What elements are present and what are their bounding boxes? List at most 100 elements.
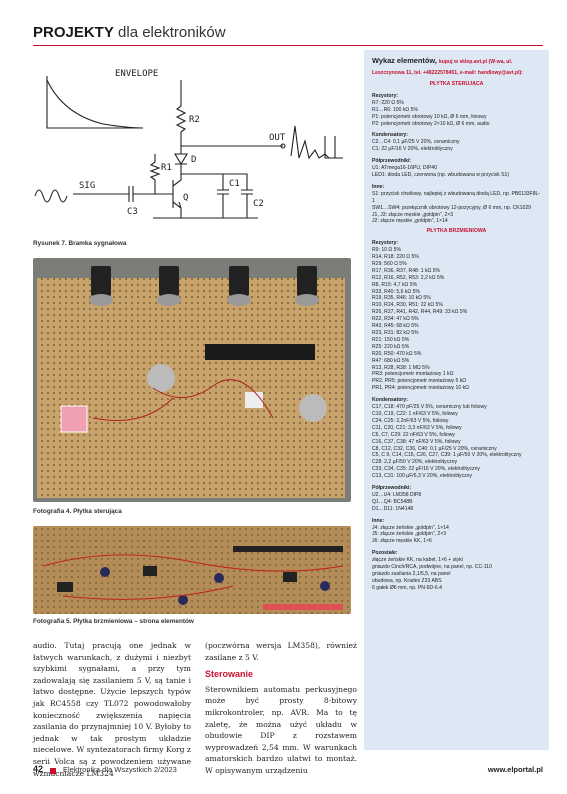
- parts-list-item: R23, R31: 82 kΩ 5%: [372, 330, 419, 336]
- parts-list-item: R8, R15: 4,7 kΩ 5%: [372, 281, 418, 288]
- parts-list-item: R17, R36, R37, R48: 1 kΩ 5%: [372, 267, 441, 274]
- parts-list-item: R9: 10 Ω 5%: [372, 247, 402, 254]
- figure7-caption: Rysunek 7. Bramka sygnałowa: [33, 240, 127, 247]
- parts-list-sidebar: Wykaz elementów, kupuj w sklep.avt.pl (W…: [364, 50, 549, 750]
- parts-group-heading: Półprzewodniki:: [372, 485, 412, 492]
- parts-list-item: C28: 2,2 µF/50 V 20%, elektrolityczny: [372, 459, 458, 466]
- parts-list-item: PR1, PR4: potencjometr montażowy 10 kΩ: [372, 385, 469, 392]
- schematic-label-r2: R2: [189, 115, 200, 125]
- parts-list-item: S1: przycisk chwilowy, najlepiej z wbudo…: [372, 190, 541, 204]
- parts-list-item: J6: złącze męskie KK, 1×6: [372, 538, 432, 545]
- schematic-label-r1: R1: [161, 163, 172, 173]
- parts-group-heading: Kondensatory:: [372, 397, 408, 404]
- parts-list-item: R26, R27, R41, R42, R44, R49: 33 kΩ 5%: [372, 309, 468, 316]
- parts-list-item: R43, R45: 68 kΩ 5%: [372, 323, 419, 330]
- parts-list-item: J2: złącze męskie „goldpin”, 1×14: [372, 218, 448, 225]
- schematic-label-c2: C2: [253, 199, 264, 209]
- parts-group-heading: Inne:: [372, 183, 385, 190]
- parts-list-item: C11, C20, C21: 3,3 nF/63 V 5%, foliowy: [372, 424, 462, 431]
- schematic-label-c1: C1: [229, 179, 240, 189]
- parts-list-item: C1: 22 µF/16 V 20%, elektrolityczny: [372, 146, 453, 153]
- parts-list-item: J5: złącze żeńskie „goldpin”, 2×3: [372, 531, 447, 538]
- parts-list-item: LED1: dioda LED, czerwona (np. wbudowana…: [372, 171, 510, 178]
- parts-list-item: C24, C25: 2,2nF/63 V 5%, foliowy: [372, 417, 449, 424]
- parts-groups-sound: Rezystory:R9: 10 Ω 5%R14, R18: 220 Ω 5%R…: [372, 240, 541, 592]
- magazine-name: Elektronika dla Wszystkich 2/2023: [63, 765, 177, 774]
- parts-list-item: R19, R35, R46: 10 kΩ 5%: [372, 295, 431, 302]
- body-col1-text: audio. Tutaj pracują one jednak w łatwyc…: [33, 641, 191, 778]
- parts-list-item: Q1…Q4: BC548B: [372, 498, 413, 505]
- website-link[interactable]: www.elportal.pl: [487, 765, 543, 774]
- parts-list-item: R14, R18: 220 Ω 5%: [372, 254, 419, 261]
- body-column-2: (poczwórna wersja LM358), również zasila…: [205, 640, 357, 777]
- body-col2-text: Sterownikiem automatu perkusyjnego może …: [205, 684, 357, 775]
- parts-list-item: R20, R50: 470 kΩ 5%: [372, 350, 422, 357]
- schematic-label-d: D: [191, 155, 196, 165]
- photo5-caption: Fotografia 5. Płytka brzmieniowa – stron…: [33, 618, 194, 625]
- parts-list-item: R13, R28, R38: 1 MΩ 5%: [372, 364, 430, 371]
- schematic-label-out: OUT: [269, 133, 286, 143]
- parts-group-heading: Rezystory:: [372, 92, 399, 99]
- parts-list-item: R29: 560 Ω 5%: [372, 260, 407, 267]
- photo-control-board: [33, 258, 351, 502]
- parts-list-item: R25: 220 kΩ 5%: [372, 343, 410, 350]
- parts-list-item: R47: 680 kΩ 5%: [372, 357, 410, 364]
- parts-group-heading: Rezystory:: [372, 240, 399, 247]
- photo4-caption: Fotografia 4. Płytka sterująca: [33, 508, 122, 515]
- parts-group-heading: Inne:: [372, 517, 385, 524]
- footer-accent-bar: [50, 768, 56, 774]
- body-column-1: audio. Tutaj pracują one jednak w łatwyc…: [33, 640, 191, 779]
- parts-list-item: R10, R24, R30, R51: 22 kΩ 5%: [372, 302, 443, 309]
- parts-list-item: C2…C4: 0,1 µF/25 V 20%, ceramiczny: [372, 139, 460, 146]
- parts-list-item: C8, C12, C32, C36, C40: 0,1 µF/25 V 20%,…: [372, 445, 497, 452]
- parts-list-item: U2…U4: LM358 DIP8: [372, 491, 422, 498]
- photo-sound-board: [33, 526, 351, 614]
- parts-list-item: J4: złącze żeńskie „goldpin”, 1×14: [372, 524, 449, 531]
- parts-list-item: C10, C19, C22: 1 nF/63 V 5%, foliowy: [372, 410, 458, 417]
- page-header: PROJEKTY dla elektroników: [33, 24, 226, 41]
- parts-list-shop-info: kupuj w sklep.avt.pl (W-wa, ul. Leszczyn…: [372, 59, 523, 76]
- parts-list-item: R22, R34: 47 kΩ 5%: [372, 316, 419, 323]
- parts-list-item: R1…R6: 100 kΩ 5%: [372, 106, 418, 113]
- parts-list-item: D1…D11: 1N4148: [372, 505, 414, 512]
- page-number: 42: [33, 764, 44, 774]
- parts-list-item: PR3: potencjometr montażowy 1 kΩ: [372, 371, 454, 378]
- parts-list-item: gniazdo Cinch/RCA, podwójne, na panel, n…: [372, 564, 492, 571]
- parts-list-item: U1: ATmega16-16PU, DIP40: [372, 165, 438, 172]
- parts-list-item: R12, R16, R52, R53: 2,2 kΩ 5%: [372, 274, 445, 281]
- parts-list-item: R21: 150 kΩ 5%: [372, 336, 410, 343]
- parts-group-heading: Półprzewodniki:: [372, 158, 412, 165]
- header-title-bold: PROJEKTY: [33, 24, 114, 41]
- parts-list-item: C17, C18: 470 pF/25 V 5%, ceramiczny lub…: [372, 404, 487, 411]
- parts-list-item: R7: 220 Ω 5%: [372, 99, 404, 106]
- parts-groups-control: Rezystory:R7: 220 Ω 5%R1…R6: 100 kΩ 5%P1…: [372, 93, 541, 225]
- signal-gate-schematic: ENVELOPE OUT SIG R1 R2 C1 C2 C3 D Q: [34, 69, 343, 219]
- parts-group-heading: Kondensatory:: [372, 132, 408, 139]
- parts-list-item: J1, J3: złącze męskie „goldpin”, 2×3: [372, 211, 454, 218]
- schematic-label-sig: SIG: [79, 181, 95, 191]
- parts-list-item: C5, C 9, C14, C15, C26, C27, C39: 1 µF/5…: [372, 452, 522, 459]
- board-heading-sound: PŁYTKA BRZMIENIOWA: [426, 228, 487, 235]
- schematic-label-envelope: ENVELOPE: [115, 69, 158, 79]
- board-heading-control: PŁYTKA STERUJĄCA: [429, 81, 484, 87]
- parts-list-item: P1: potencjometr obrotowy 10 kΩ, Ø 6 mm,…: [372, 113, 487, 120]
- page-footer: 42 Elektronika dla Wszystkich 2/2023 www…: [33, 764, 543, 778]
- schematic-label-c3: C3: [127, 207, 138, 217]
- schematic-label-q: Q: [183, 193, 188, 203]
- parts-list-item: 6 gałek Ø6 mm, np. PN-9D-6.4: [372, 584, 442, 591]
- parts-group-heading: Pozostałe:: [372, 550, 398, 557]
- header-rule: [33, 45, 543, 46]
- parts-list-title: Wykaz elementów, kupuj w sklep.avt.pl (W…: [372, 56, 541, 78]
- parts-list-item: C13, C31: 100 µF/6,3 V 20%, elektrolityc…: [372, 473, 473, 480]
- parts-list-item: C6, C7, C29: 22 nF/63 V 5%, foliowy: [372, 431, 455, 438]
- parts-list-item: P2: potencjometr obrotowy 2×10 kΩ, Ø 6 m…: [372, 120, 490, 127]
- parts-list-item: R33, R40: 5,6 kΩ 5%: [372, 288, 420, 295]
- parts-list-item: SW1…SW4: przełącznik obrotowy 12-pozycyj…: [372, 204, 532, 211]
- parts-list-item: złącze żeńskie KK, na kabel, 1×6 + styki: [372, 557, 463, 564]
- header-title-rest: dla elektroników: [118, 24, 226, 41]
- parts-list-item: C33, C34, C35: 22 µF/16 V 20%, elektroli…: [372, 466, 480, 473]
- parts-list-title-text: Wykaz elementów,: [372, 56, 437, 65]
- section-heading-sterowanie: Sterowanie: [205, 669, 254, 680]
- parts-list-item: obudowa, np. Kradex Z33 ABS: [372, 577, 442, 584]
- parts-list-item: PR2, PR5: potencjometr montażowy 5 kΩ: [372, 378, 467, 385]
